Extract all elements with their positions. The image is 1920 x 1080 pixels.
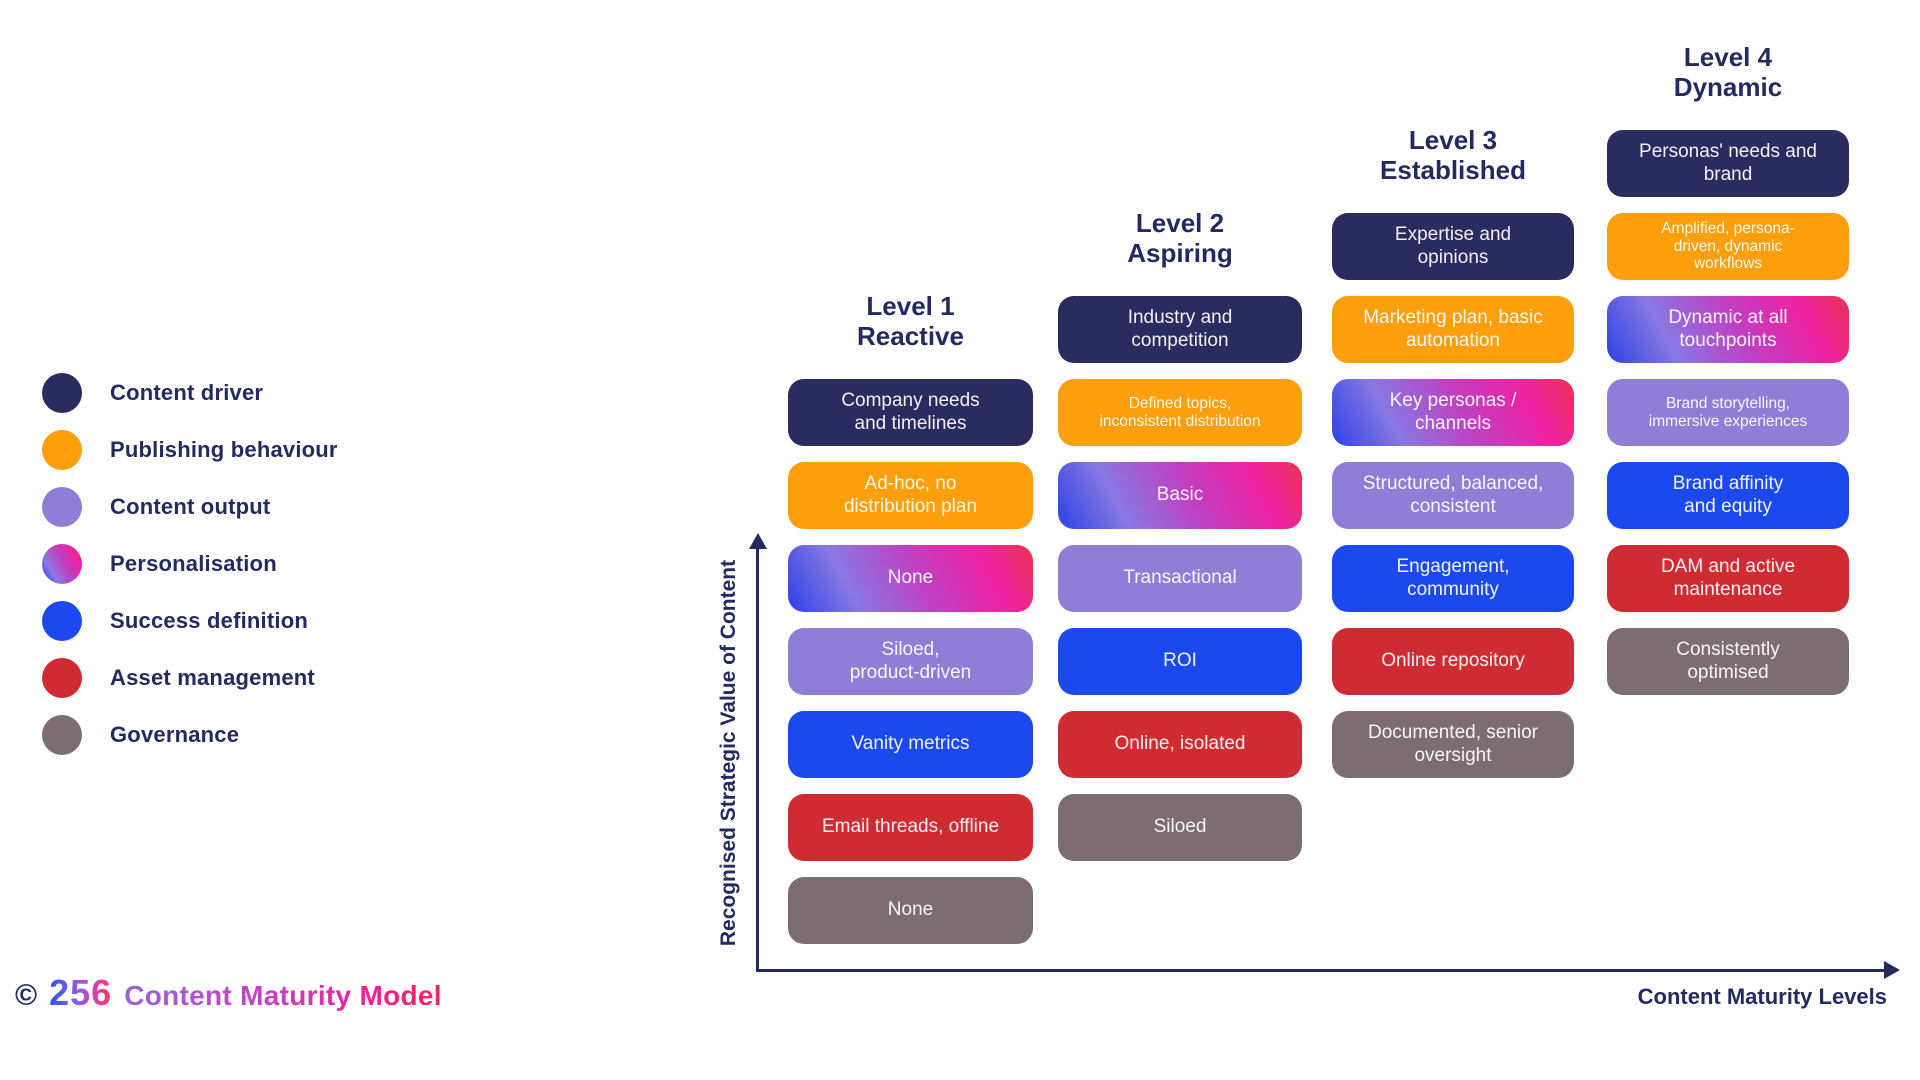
legend-label: Content output (110, 494, 271, 519)
matrix-box: Engagement, community (1332, 545, 1574, 612)
legend-item-success-definition: Success definition (42, 601, 338, 641)
legend-item-content-driver: Content driver (42, 373, 338, 413)
matrix-box: Brand storytelling, immersive experience… (1607, 379, 1849, 446)
legend-label: Content driver (110, 380, 264, 405)
matrix-box: None (788, 545, 1033, 612)
legend-label: Personalisation (110, 551, 277, 576)
legend-item-asset-management: Asset management (42, 658, 338, 698)
matrix-box: Consistently optimised (1607, 628, 1849, 695)
footer-title: Content Maturity Model (124, 980, 442, 1011)
legend-dot-publishing-behaviour-icon (42, 430, 82, 470)
matrix-box: Online, isolated (1058, 711, 1302, 778)
matrix-box: Basic (1058, 462, 1302, 529)
matrix-box: Dynamic at all touchpoints (1607, 296, 1849, 363)
x-axis-line (756, 969, 1886, 972)
column-level-1: Level 1 Reactive Company needs and timel… (788, 291, 1033, 960)
legend-item-publishing-behaviour: Publishing behaviour (42, 430, 338, 470)
column-header-level-3: Level 3 Established (1380, 125, 1526, 185)
legend-dot-success-definition-icon (42, 601, 82, 641)
column-level-2: Level 2 Aspiring Industry and competitio… (1058, 208, 1302, 877)
footer-copyright: © 256 Content Maturity Model (15, 972, 442, 1014)
legend: Content driver Publishing behaviour Cont… (42, 373, 338, 755)
matrix-box: Documented, senior oversight (1332, 711, 1574, 778)
column-level-4: Level 4 Dynamic Personas' needs and bran… (1607, 42, 1849, 711)
matrix-box: Email threads, offline (788, 794, 1033, 861)
matrix-box: Online repository (1332, 628, 1574, 695)
matrix-box: Defined topics, inconsistent distributio… (1058, 379, 1302, 446)
column-header-level-4: Level 4 Dynamic (1673, 42, 1783, 102)
matrix-box: None (788, 877, 1033, 944)
matrix-box: Siloed, product-driven (788, 628, 1033, 695)
legend-item-personalisation: Personalisation (42, 544, 338, 584)
brand-logo-256: 256 (49, 972, 113, 1013)
legend-item-governance: Governance (42, 715, 338, 755)
legend-label: Governance (110, 722, 240, 747)
matrix-box: Structured, balanced, consistent (1332, 462, 1574, 529)
matrix-box: ROI (1058, 628, 1302, 695)
matrix-box: Company needs and timelines (788, 379, 1033, 446)
matrix-box: DAM and active maintenance (1607, 545, 1849, 612)
legend-dot-governance-icon (42, 715, 82, 755)
legend-item-content-output: Content output (42, 487, 338, 527)
y-axis-label: Recognised Strategic Value of Content (717, 559, 740, 947)
y-axis-arrow-icon (749, 533, 767, 549)
matrix-box: Brand affinity and equity (1607, 462, 1849, 529)
matrix-box: Ad-hoc, no distribution plan (788, 462, 1033, 529)
matrix-box: Vanity metrics (788, 711, 1033, 778)
legend-dot-asset-management-icon (42, 658, 82, 698)
legend-label: Success definition (110, 608, 308, 633)
matrix-box: Marketing plan, basic automation (1332, 296, 1574, 363)
matrix-box: Expertise and opinions (1332, 213, 1574, 280)
column-level-3: Level 3 Established Expertise and opinio… (1332, 125, 1574, 794)
legend-dot-content-output-icon (42, 487, 82, 527)
matrix-box: Industry and competition (1058, 296, 1302, 363)
x-axis-arrow-icon (1884, 961, 1900, 979)
matrix-box: Key personas / channels (1332, 379, 1574, 446)
matrix-box: Amplified, persona- driven, dynamic work… (1607, 213, 1849, 280)
legend-dot-content-driver-icon (42, 373, 82, 413)
matrix-box: Transactional (1058, 545, 1302, 612)
matrix-box: Siloed (1058, 794, 1302, 861)
x-axis-label: Content Maturity Levels (1637, 984, 1887, 1009)
column-header-level-1: Level 1 Reactive (857, 291, 964, 351)
column-header-level-2: Level 2 Aspiring (1127, 208, 1233, 268)
legend-label: Asset management (110, 665, 315, 690)
copyright-icon: © (15, 979, 38, 1012)
y-axis-line (756, 548, 759, 972)
legend-dot-personalisation-icon (42, 544, 82, 584)
matrix-box: Personas' needs and brand (1607, 130, 1849, 197)
legend-label: Publishing behaviour (110, 437, 338, 462)
